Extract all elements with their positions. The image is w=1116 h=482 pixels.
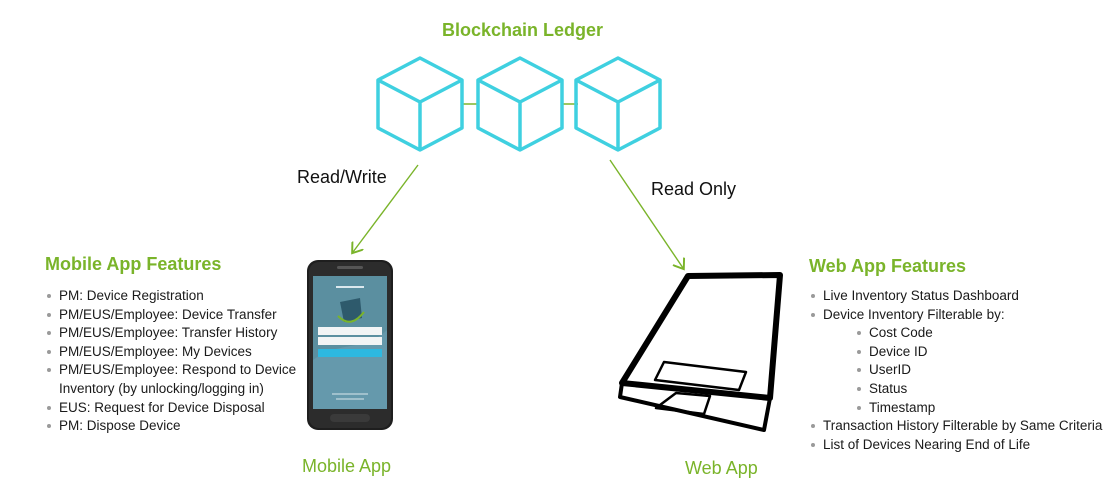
web-features-title: Web App Features [809, 256, 967, 276]
list-item: PM: Dispose Device [45, 417, 296, 436]
laptop-icon [618, 272, 783, 432]
list-item: EUS: Request for Device Disposal [45, 399, 296, 418]
block-cube-icon [574, 56, 662, 152]
read-write-label: Read/Write [297, 167, 387, 187]
list-item: PM/EUS/Employee: Respond to Device [45, 361, 296, 380]
block-cube-icon [376, 56, 464, 152]
list-item: PM/EUS/Employee: My Devices [45, 343, 296, 362]
web-app-caption: Web App [685, 458, 758, 478]
phone-icon [307, 260, 393, 430]
read-write-arrow [353, 164, 419, 252]
list-item: PM/EUS/Employee: Transfer History [45, 324, 296, 343]
list-item: List of Devices Nearing End of Life [809, 436, 1102, 455]
mobile-app-caption: Mobile App [302, 456, 392, 476]
read-only-arrow [609, 159, 683, 268]
filter-criterion-item: Device ID [809, 343, 1102, 362]
mobile-features-list: PM: Device Registration PM/EUS/Employee:… [45, 287, 296, 436]
mobile-features-title: Mobile App Features [45, 254, 222, 274]
filter-criterion-item: Timestamp [809, 399, 1102, 418]
list-item-continuation: Inventory (by unlocking/logging in) [59, 380, 264, 396]
list-item: Transaction History Filterable by Same C… [809, 417, 1102, 436]
filter-criterion-item: Cost Code [809, 324, 1102, 343]
filter-criterion-item: Status [809, 380, 1102, 399]
ledger-title: Blockchain Ledger [442, 20, 604, 40]
read-only-label: Read Only [651, 179, 737, 199]
web-features-list: Live Inventory Status Dashboard Device I… [809, 287, 1102, 454]
list-item: PM: Device Registration [45, 287, 296, 306]
list-item: PM/EUS/Employee: Device Transfer [45, 306, 296, 325]
block-cube-icon [476, 56, 564, 152]
list-item: Device Inventory Filterable by: [809, 306, 1102, 325]
filter-criterion-item: UserID [809, 361, 1102, 380]
list-item: Live Inventory Status Dashboard [809, 287, 1102, 306]
